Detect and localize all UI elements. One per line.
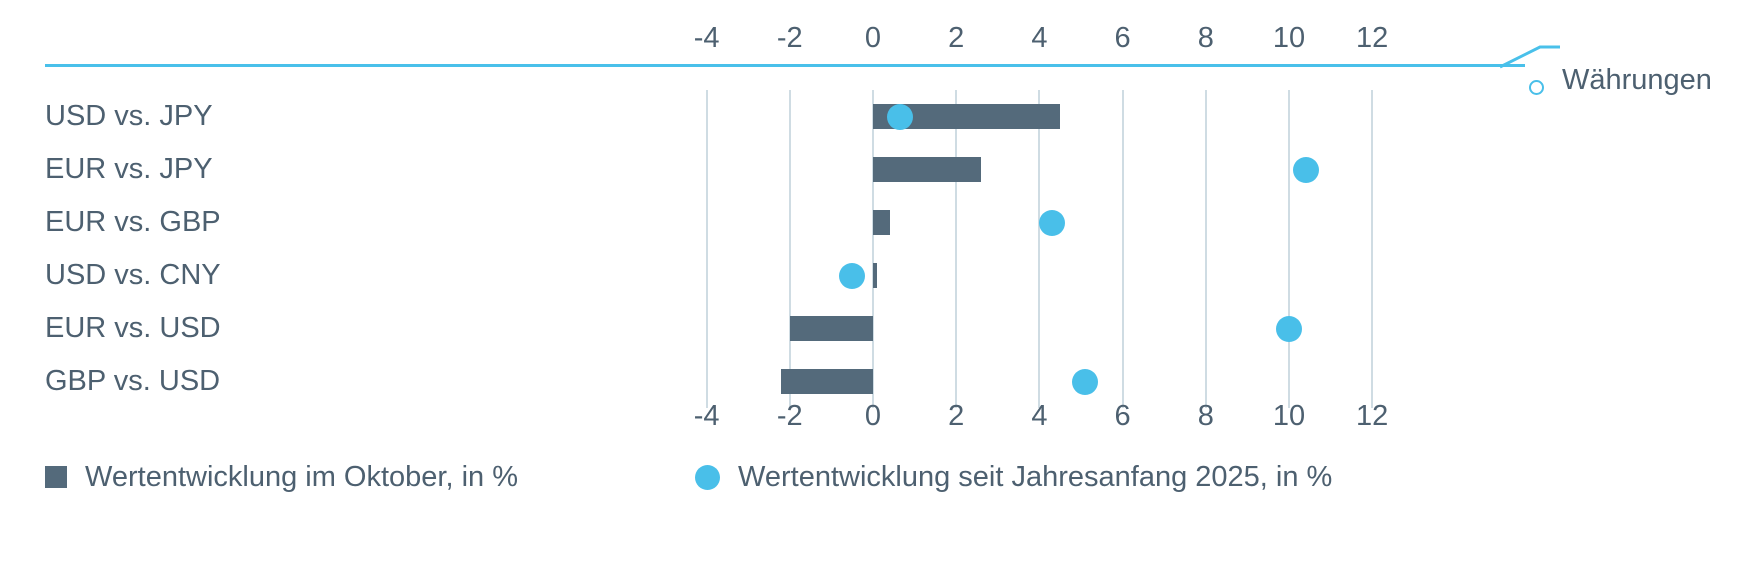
dot-ytd [1276, 316, 1302, 342]
chart-row [0, 196, 1754, 249]
bar-october [873, 263, 878, 288]
axis-top-ticks: -4 -2 0 2 4 6 8 10 12 [0, 22, 1754, 62]
axis-tick-label: 6 [1114, 400, 1131, 432]
plot-area [0, 90, 1754, 408]
axis-bottom-ticks: -4 -2 0 2 4 6 8 10 12 [0, 400, 1754, 440]
axis-top-rule [45, 64, 1525, 67]
gridline [1288, 90, 1290, 408]
bar-october [781, 369, 873, 394]
legend-item-october: Wertentwicklung im Oktober, in % [45, 455, 518, 499]
bar-october [873, 210, 890, 235]
axis-tick-label: 2 [948, 400, 965, 432]
category-label: EUR vs. JPY [45, 153, 213, 185]
axis-tick-label: 6 [1114, 22, 1131, 54]
legend-label: Wertentwicklung im Oktober, in % [85, 460, 519, 493]
category-label: USD vs. CNY [45, 259, 221, 291]
legend: Wertentwicklung im Oktober, in % Wertent… [45, 455, 1745, 505]
series-title: Währungen [1562, 64, 1712, 96]
gridline [1204, 90, 1207, 408]
axis-tick-label: 4 [1031, 22, 1048, 54]
dot-ytd [1038, 210, 1065, 236]
chart-row [0, 249, 1754, 302]
axis-tick-label: 2 [948, 22, 965, 54]
legend-dot-icon [695, 464, 720, 490]
legend-square-icon [45, 466, 67, 488]
gridline [788, 90, 791, 408]
dot-ytd [839, 263, 866, 289]
axis-tick-label: 10 [1272, 400, 1306, 432]
series-marker-icon [1529, 80, 1544, 95]
axis-tick-label: -2 [776, 400, 803, 432]
chart-row [0, 355, 1754, 408]
gridline [705, 90, 708, 408]
axis-tick-label: 12 [1356, 400, 1389, 432]
axis-tick-label: 8 [1197, 22, 1214, 54]
gridline [1038, 90, 1041, 408]
legend-item-ytd: Wertentwicklung seit Jahresanfang 2025, … [695, 455, 1332, 499]
gridline [1371, 90, 1374, 408]
axis-tick-label: -2 [776, 22, 803, 54]
axis-tick-label: 8 [1197, 400, 1214, 432]
category-label: EUR vs. USD [45, 312, 221, 344]
axis-tick-label: 4 [1031, 400, 1048, 432]
dot-ytd [1072, 369, 1099, 395]
bar-october [873, 157, 982, 182]
dot-ytd [887, 104, 914, 130]
category-label-list: USD vs. JPY EUR vs. JPY EUR vs. GBP USD … [45, 90, 605, 408]
category-label: EUR vs. GBP [45, 206, 221, 238]
bar-october [789, 316, 873, 341]
gridline [955, 90, 958, 408]
axis-tick-label: -4 [693, 400, 720, 432]
dot-ytd [1292, 157, 1319, 183]
chart-row [0, 302, 1754, 355]
axis-tick-label: 12 [1356, 22, 1389, 54]
legend-label: Wertentwicklung seit Jahresanfang 2025, … [738, 460, 1333, 493]
category-label: USD vs. JPY [45, 100, 213, 132]
gridline [872, 90, 874, 408]
axis-tick-label: 0 [864, 400, 882, 432]
axis-tick-label: 0 [864, 22, 882, 54]
gridline [1121, 90, 1124, 408]
axis-tick-label: -4 [693, 22, 720, 54]
axis-rule-tail-icon [1499, 45, 1560, 69]
chart-row [0, 90, 1754, 143]
chart-row [0, 143, 1754, 196]
axis-tick-label: 10 [1272, 22, 1306, 54]
category-label: GBP vs. USD [45, 365, 221, 397]
